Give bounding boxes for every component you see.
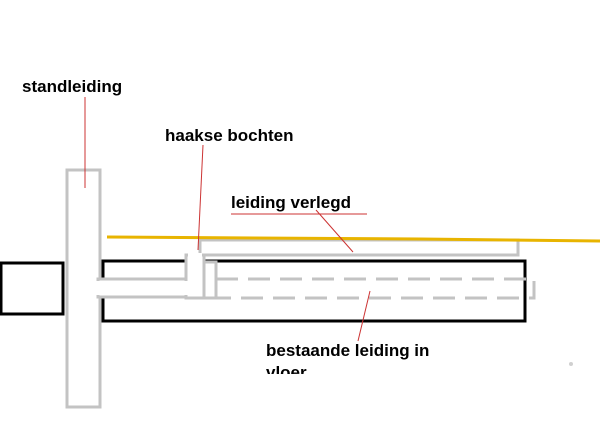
lower-bend: [202, 260, 218, 300]
connector-pipe: [96, 277, 188, 299]
new-pipe-joint: [188, 253, 202, 258]
label-haakse-bochten: haakse bochten: [165, 126, 294, 145]
existing-floor-pipe: [214, 277, 536, 300]
elbow-joint: [184, 281, 189, 295]
leader-verlegd: [315, 209, 354, 253]
new-line-yellow: [106, 235, 600, 243]
leader-haakse: [197, 144, 204, 251]
label-standleiding: standleiding: [22, 77, 123, 96]
standleiding-pipe: [65, 168, 102, 409]
leader-bestaande: [357, 290, 371, 342]
left-box: [0, 261, 65, 316]
speck: [569, 362, 573, 366]
label-bestaande-leiding: bestaande leiding in: [266, 341, 430, 360]
new-pipe-run: [198, 238, 520, 257]
connector-joint: [96, 281, 102, 295]
label-vloer: vloer: [266, 363, 307, 374]
label-leiding-verlegd: leiding verlegd: [231, 193, 351, 212]
